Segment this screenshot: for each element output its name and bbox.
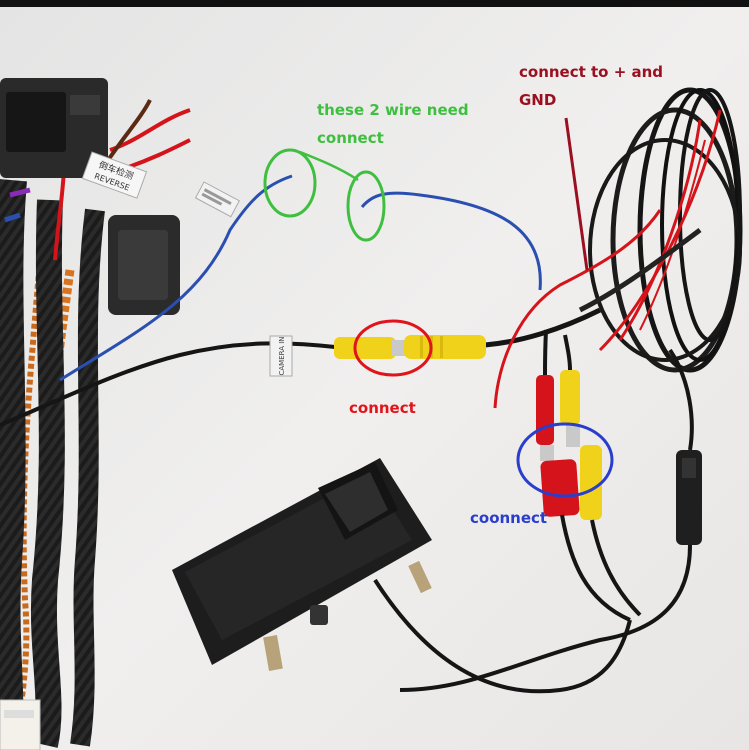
coiled-cable [578,87,743,373]
wire-tag-small [194,181,240,218]
camera-in-tag: CAMERA IN [269,335,293,377]
wires-note-line1: these 2 wire need [317,101,469,119]
wires-note-line2: connect [317,129,384,147]
rca-note: coonnect [470,509,548,527]
red-circle [353,319,433,377]
reverse-tag: 倒车检测 REVERSE [81,151,148,199]
green-link-line [299,150,359,182]
power-note-line2: GND [519,91,557,109]
yellow-rca-plug [560,334,602,520]
video-note: connect [349,399,416,417]
red-rca-plug [536,329,580,517]
dark-red-pointer [564,117,589,271]
top-border [0,0,749,7]
inline-connector [676,450,702,545]
green-circle-left [263,148,317,218]
white-connector [0,699,41,750]
power-note: connect to + and GND [519,58,663,114]
camera-in-tag-text: CAMERA IN [278,336,286,375]
blue-circle [516,422,614,498]
wires-note: these 2 wire need connect [317,96,469,152]
green-circle-right [346,170,386,242]
camera-handle [172,458,632,694]
blue-wire-right [360,191,542,291]
red-wire-loose [493,209,662,409]
video-cable-right [484,307,602,348]
power-note-line1: connect to + and [519,63,664,81]
